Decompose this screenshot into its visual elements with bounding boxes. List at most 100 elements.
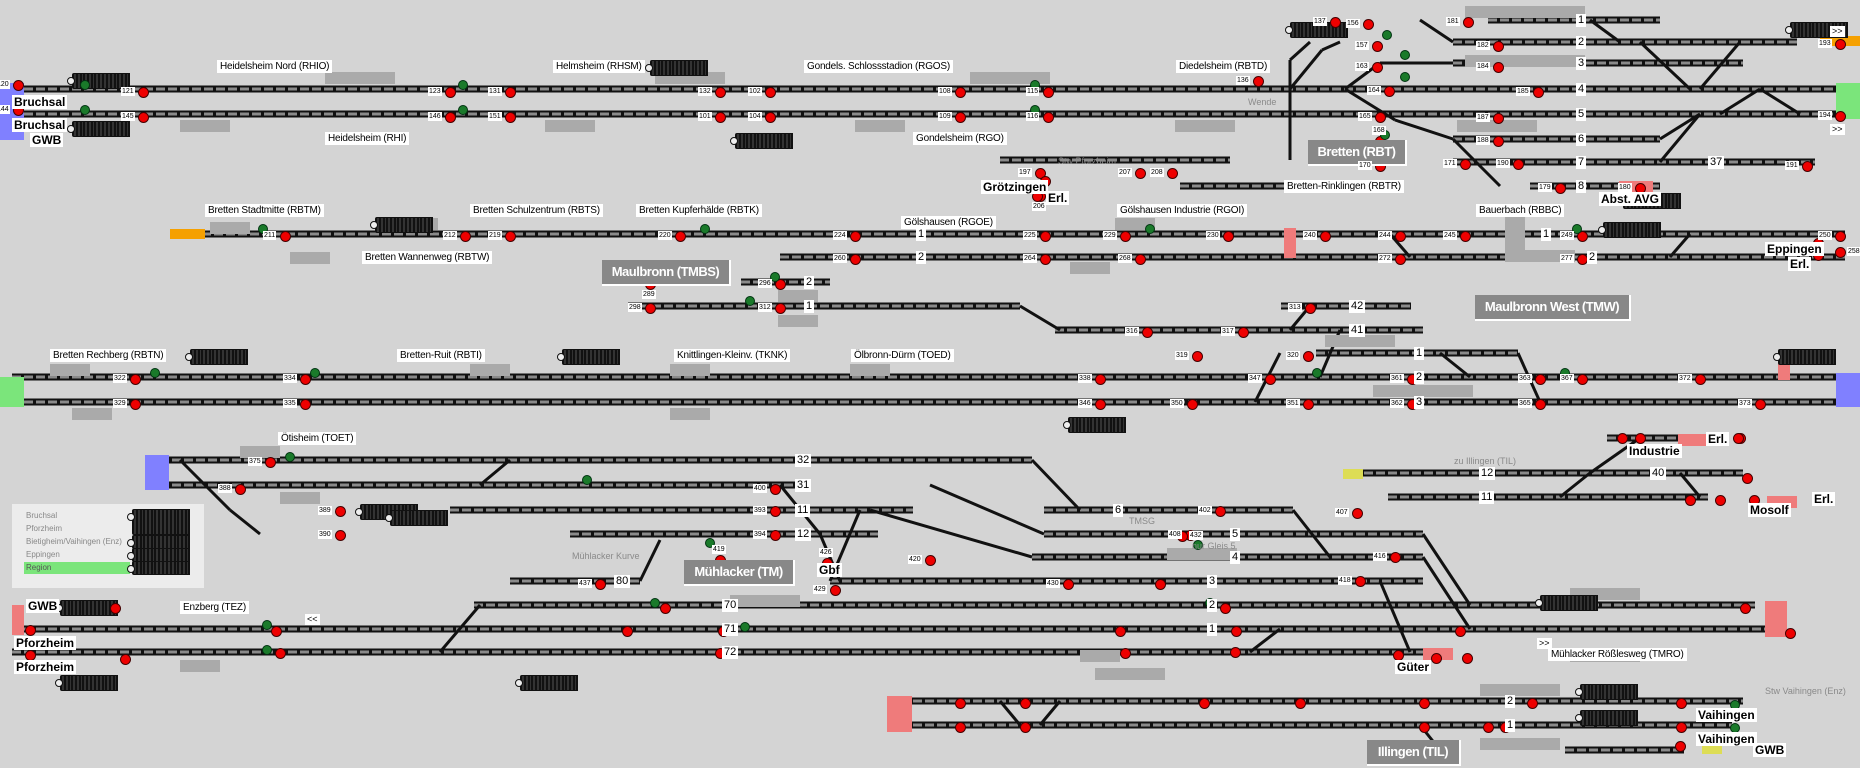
signal-icon[interactable] [715, 112, 726, 123]
signal-icon[interactable] [1527, 698, 1538, 709]
signal-icon[interactable] [1265, 374, 1276, 385]
signal-icon[interactable] [1295, 698, 1306, 709]
interlocking-label[interactable]: Maulbronn (TMBS) [602, 260, 731, 286]
signal-icon[interactable] [1395, 254, 1406, 265]
signal-icon[interactable] [1199, 698, 1210, 709]
signal-icon[interactable] [1372, 62, 1383, 73]
track-connection[interactable] [1394, 118, 1454, 141]
track-connection[interactable] [1638, 40, 1692, 91]
legend-item-region[interactable]: Region [24, 562, 130, 574]
signal-icon[interactable] [770, 484, 781, 495]
track-connection[interactable] [479, 458, 511, 487]
signal-icon[interactable] [1685, 495, 1696, 506]
signal-icon[interactable] [1135, 168, 1146, 179]
legend-item-eppingen[interactable]: Eppingen [26, 550, 60, 559]
interlocking-label[interactable]: Illingen (TIL) [1367, 740, 1461, 766]
direction-marker[interactable]: >> [1830, 124, 1845, 135]
signal-icon[interactable] [300, 399, 311, 410]
signal-icon[interactable] [1095, 374, 1106, 385]
signal-icon[interactable] [1675, 741, 1686, 752]
signal-icon[interactable] [1020, 698, 1031, 709]
signal-icon[interactable] [715, 87, 726, 98]
track-connection[interactable] [1659, 112, 1701, 141]
track-connection[interactable] [1668, 233, 1692, 258]
signal-icon[interactable] [1167, 168, 1178, 179]
signal-icon[interactable] [445, 112, 456, 123]
track-connection[interactable] [1698, 41, 1742, 90]
legend-item-bietigheim-vaihingen-enz-[interactable]: Bietigheim/Vaihingen (Enz) [26, 537, 122, 546]
signal-icon[interactable] [1352, 508, 1363, 519]
track-connection[interactable] [1678, 472, 1702, 498]
track-connection[interactable] [929, 483, 1045, 536]
signal-icon[interactable] [770, 530, 781, 541]
signal-icon[interactable] [645, 303, 656, 314]
signal-icon[interactable] [505, 112, 516, 123]
signal-icon[interactable] [1155, 579, 1166, 590]
track-connection[interactable] [1038, 700, 1062, 726]
signal-icon[interactable] [1835, 39, 1846, 50]
signal-icon[interactable] [1483, 722, 1494, 733]
signal-icon[interactable] [445, 87, 456, 98]
signal-icon[interactable] [1215, 506, 1226, 517]
signal-icon[interactable] [660, 603, 671, 614]
signal-icon[interactable] [1305, 303, 1316, 314]
signal-icon[interactable] [1238, 327, 1249, 338]
track-connection[interactable] [1451, 137, 1502, 188]
signal-icon[interactable] [1192, 351, 1203, 362]
signal-icon[interactable] [1577, 374, 1588, 385]
signal-icon[interactable] [1555, 183, 1566, 194]
signal-icon[interactable] [1142, 327, 1153, 338]
track-connection[interactable] [1559, 471, 1591, 499]
signal-icon[interactable] [505, 231, 516, 242]
interlocking-label[interactable]: Bretten (RBT) [1308, 140, 1407, 166]
signal-icon[interactable] [235, 484, 246, 495]
signal-icon[interactable] [1835, 247, 1846, 258]
signal-icon[interactable] [120, 654, 131, 665]
signal-icon[interactable] [675, 231, 686, 242]
signal-icon[interactable] [1115, 626, 1126, 637]
track-connection[interactable] [1291, 509, 1332, 558]
signal-icon[interactable] [1533, 87, 1544, 98]
track-connection[interactable] [229, 508, 261, 536]
signal-icon[interactable] [1063, 579, 1074, 590]
signal-icon[interactable] [1785, 628, 1796, 639]
signal-icon[interactable] [335, 506, 346, 517]
signal-icon[interactable] [1460, 159, 1471, 170]
signal-icon[interactable] [1733, 433, 1744, 444]
signal-icon[interactable] [271, 626, 282, 637]
signal-icon[interactable] [1493, 136, 1504, 147]
signal-icon[interactable] [770, 506, 781, 517]
signal-icon[interactable] [1676, 698, 1687, 709]
signal-icon[interactable] [955, 722, 966, 733]
signal-icon[interactable] [335, 530, 346, 541]
track-connection[interactable] [1439, 351, 1471, 379]
signal-icon[interactable] [1835, 111, 1846, 122]
legend-item-bruchsal[interactable]: Bruchsal [26, 511, 58, 520]
signal-icon[interactable] [1384, 86, 1395, 97]
signal-icon[interactable] [595, 579, 606, 590]
signal-icon[interactable] [1431, 653, 1442, 664]
signal-icon[interactable] [1303, 351, 1314, 362]
signal-icon[interactable] [1395, 231, 1406, 242]
signal-icon[interactable] [1835, 231, 1846, 242]
track-connection[interactable] [1019, 304, 1061, 332]
track-connection[interactable] [638, 539, 662, 582]
track-connection[interactable] [1421, 533, 1472, 606]
track-connection[interactable] [998, 700, 1022, 726]
signal-icon[interactable] [265, 457, 276, 468]
signal-icon[interactable] [1493, 41, 1504, 52]
signal-icon[interactable] [460, 231, 471, 242]
track-connection[interactable] [1589, 18, 1621, 44]
signal-icon[interactable] [1742, 473, 1753, 484]
signal-icon[interactable] [1330, 17, 1341, 28]
signal-icon[interactable] [1187, 399, 1198, 410]
signal-icon[interactable] [1740, 603, 1751, 614]
track-connection[interactable] [1589, 436, 1641, 475]
track-connection[interactable] [1419, 18, 1454, 44]
track-connection[interactable] [1344, 87, 1396, 122]
signal-icon[interactable] [280, 231, 291, 242]
track-connection[interactable] [1388, 233, 1412, 258]
signal-icon[interactable] [138, 112, 149, 123]
signal-icon[interactable] [1095, 399, 1106, 410]
signal-icon[interactable] [1120, 231, 1131, 242]
